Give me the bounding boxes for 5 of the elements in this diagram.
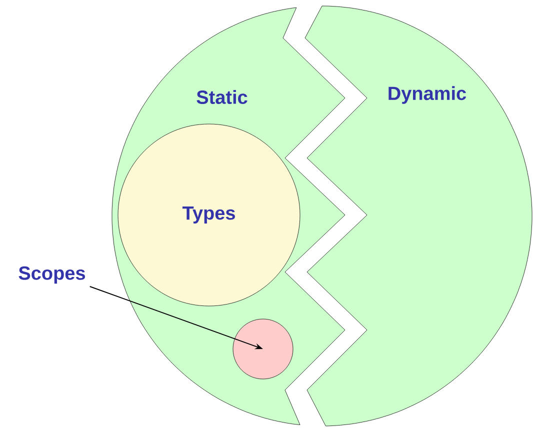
scope-circle: [232, 318, 294, 380]
dynamic-region: Dynamic: [304, 6, 532, 426]
node-label: Dynamic: [388, 86, 466, 104]
node-label: Static: [196, 90, 248, 104]
scopes-label: Scopes: [18, 266, 86, 284]
